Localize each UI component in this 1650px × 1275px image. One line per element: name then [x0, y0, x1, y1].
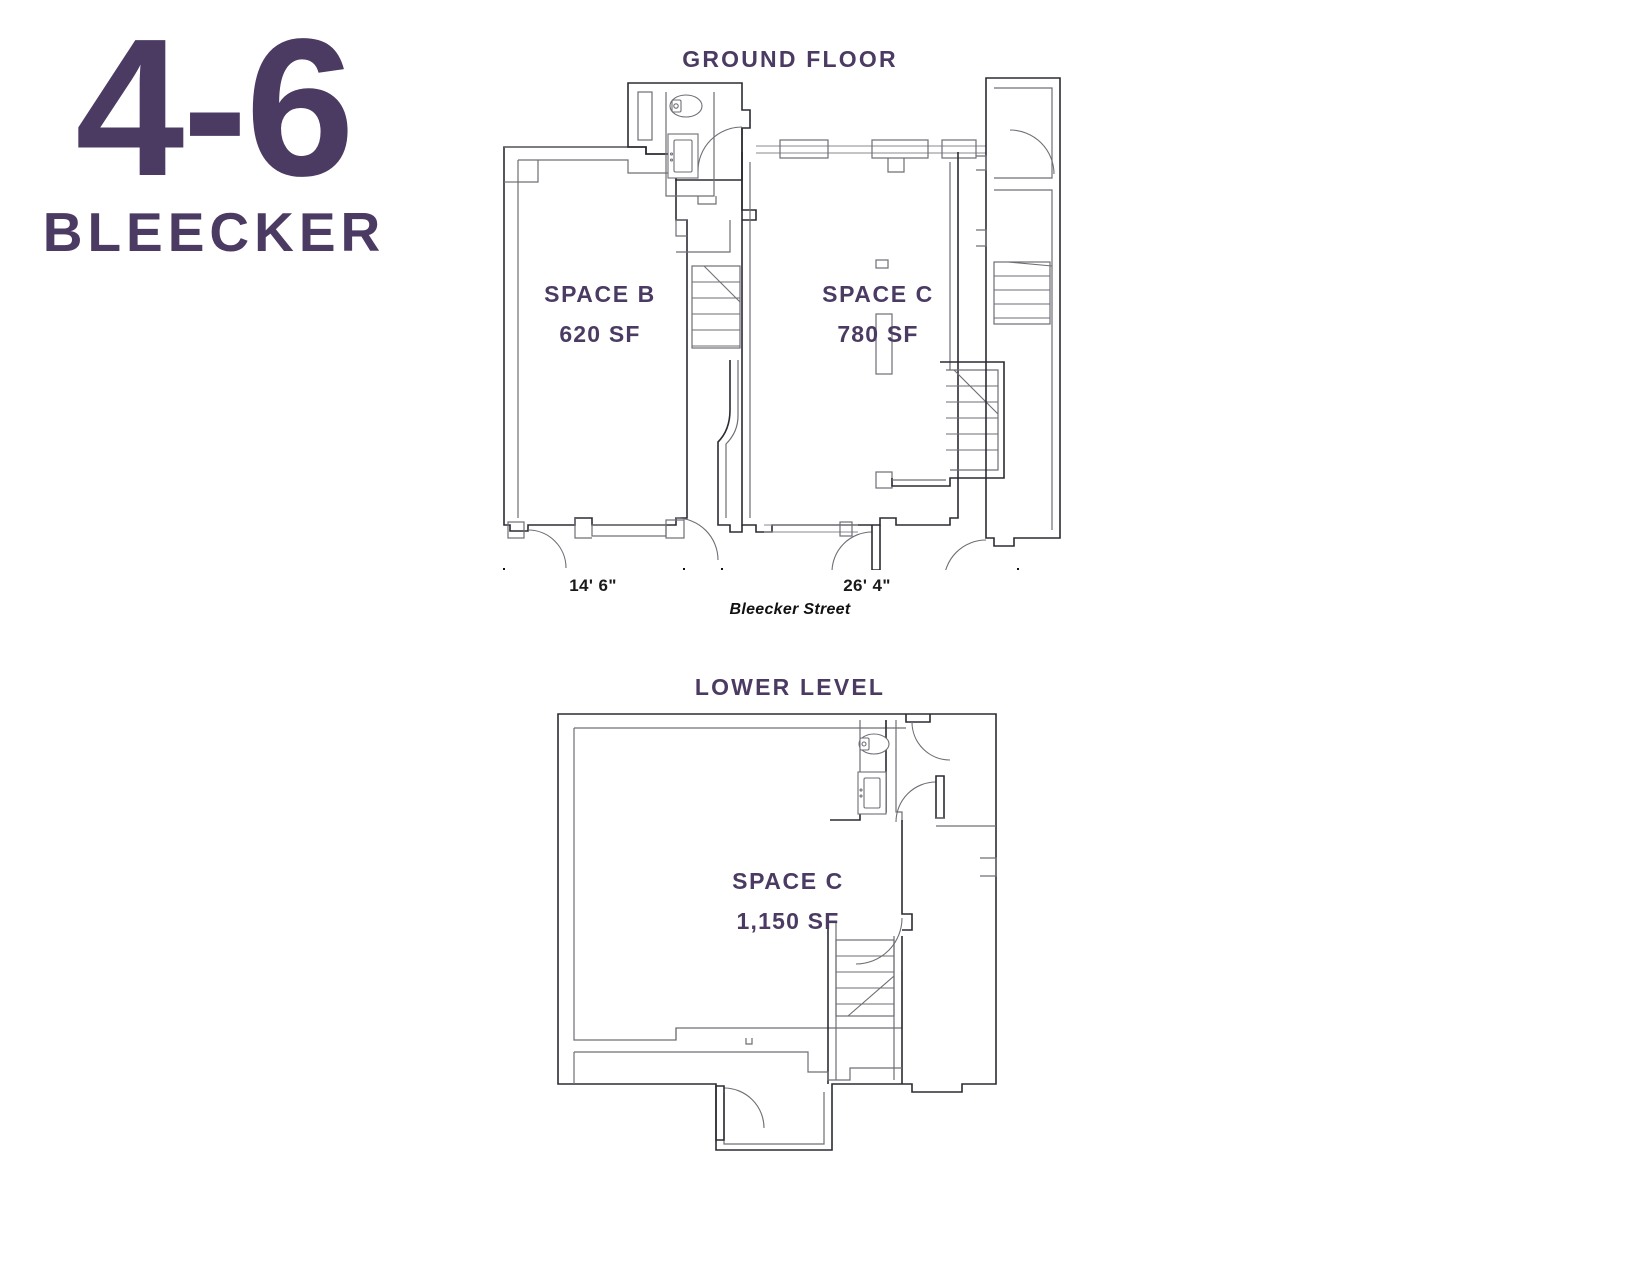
- space-c-walls: [741, 152, 959, 533]
- dimension-label-space-b: 14' 6": [569, 576, 617, 595]
- staircase-icon: [692, 265, 741, 347]
- space-c-name: SPACE C: [822, 281, 934, 307]
- door-swing-icon: [911, 721, 951, 761]
- staircase-icon: [836, 955, 895, 1017]
- lower-bottom-corridor: [573, 1028, 902, 1084]
- ground-floor-plan-drawing: [503, 77, 1061, 570]
- toilet-fixture-icon: [858, 733, 890, 755]
- door-swing-icon: [723, 1087, 765, 1129]
- staircase-icon: [994, 261, 1053, 319]
- street-label: Bleecker Street: [729, 601, 851, 618]
- lower-space-c-area: 1,150 SF: [736, 908, 840, 934]
- space-b-label: SPACE B 620 SF: [500, 281, 700, 348]
- dimension-line-space-b: [503, 568, 685, 570]
- storefront-glazing-icon: [756, 139, 986, 173]
- adjacent-unit-walls: [945, 77, 1061, 570]
- lower-level-plan-drawing: [557, 713, 997, 1151]
- door-swing-icon: [697, 126, 743, 172]
- sink-fixture-icon: [667, 133, 699, 179]
- space-b-interior-jog: [504, 146, 628, 183]
- ground-floor-heading: GROUND FLOOR: [682, 46, 898, 72]
- door-swing-icon: [1009, 129, 1055, 175]
- door-swing-icon: [895, 781, 937, 823]
- lower-stair: [827, 817, 997, 1084]
- bathroom-ground: [627, 82, 751, 205]
- toilet-fixture-icon: [669, 94, 703, 118]
- dimension-label-space-c: 26' 4": [843, 576, 891, 595]
- lower-level-heading: LOWER LEVEL: [694, 674, 886, 700]
- space-c-stair: [891, 361, 1005, 487]
- lower-space-c-label: SPACE C 1,150 SF: [688, 868, 888, 935]
- space-b-name: SPACE B: [544, 281, 656, 307]
- door-swing-icon: [855, 917, 903, 965]
- space-c-area: 780 SF: [837, 321, 919, 347]
- brand-logo: 4-6 BLEECKER: [34, 0, 394, 264]
- lower-space-c-name: SPACE C: [732, 868, 844, 894]
- space-b-area: 620 SF: [559, 321, 641, 347]
- column-icon: [875, 259, 893, 489]
- bathroom-lower: [830, 714, 951, 823]
- lower-vault-extension: [715, 1085, 825, 1145]
- staircase-icon: [946, 369, 999, 451]
- space-b-entry-doors: [507, 517, 719, 569]
- brand-number: 4-6: [75, 0, 354, 217]
- sink-fixture-icon: [857, 771, 887, 815]
- space-c-entry: [764, 521, 881, 570]
- dimension-line-space-c: [721, 568, 1019, 570]
- brand-wordmark: BLEECKER: [42, 201, 386, 264]
- lower-outer-walls: [557, 713, 997, 1151]
- space-b-stair: [675, 219, 741, 349]
- space-c-label: SPACE C 780 SF: [778, 281, 978, 348]
